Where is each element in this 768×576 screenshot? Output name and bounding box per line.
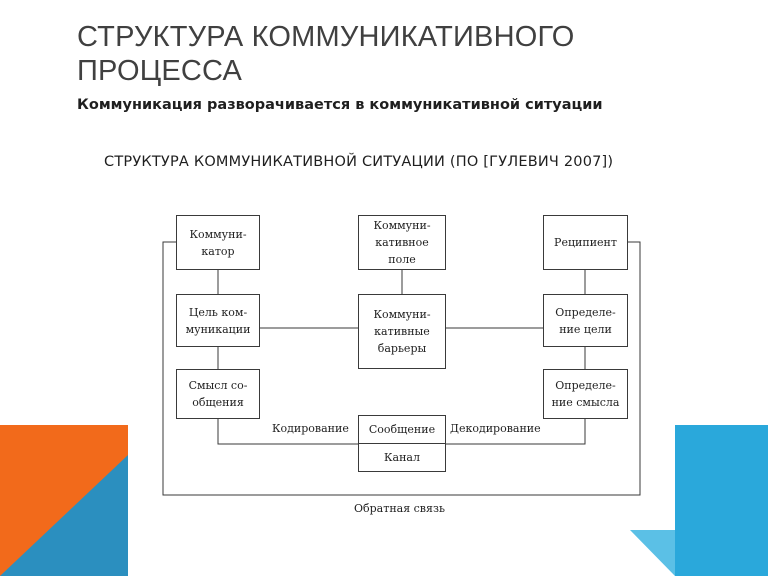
communicative-barriers-box: Коммуни- кативные барьеры [358, 294, 446, 369]
blue-corner-shape-right [675, 425, 768, 576]
decoding-label: Декодирование [448, 422, 543, 435]
feedback-loop-line [162, 241, 641, 496]
recipient-box: Реципиент [543, 215, 628, 270]
light-blue-triangle [630, 530, 675, 576]
communicative-field-box: Коммуни- кативное поле [358, 215, 446, 270]
meaning-definition-box: Определе- ние смысла [543, 369, 628, 419]
diagram-panel: Коммуни- катор Коммуни- кативное поле Ре… [128, 194, 675, 530]
slide-title: СТРУКТУРА КОММУНИКАТИВНОГО ПРОЦЕССА [77, 21, 575, 87]
message-box: Сообщение [358, 415, 446, 444]
blue-corner-shape-left [0, 455, 128, 576]
encoding-line [217, 442, 358, 445]
slide-subtitle: Коммуникация разворачивается в коммуника… [77, 97, 603, 113]
encoding-label: Кодирование [270, 422, 351, 435]
connector-lines [162, 241, 641, 496]
channel-box: Канал [358, 443, 446, 472]
message-meaning-box: Смысл со- общения [176, 369, 260, 419]
communicator-box: Коммуни- катор [176, 215, 260, 270]
goal-definition-box: Определе- ние цели [543, 294, 628, 347]
feedback-label: Обратная связь [352, 502, 447, 515]
communication-goal-box: Цель ком- муникации [176, 294, 260, 347]
diagram-caption: СТРУКТУРА КОММУНИКАТИВНОЙ СИТУАЦИИ (ПО [… [104, 154, 614, 170]
decoding-line [446, 442, 586, 445]
